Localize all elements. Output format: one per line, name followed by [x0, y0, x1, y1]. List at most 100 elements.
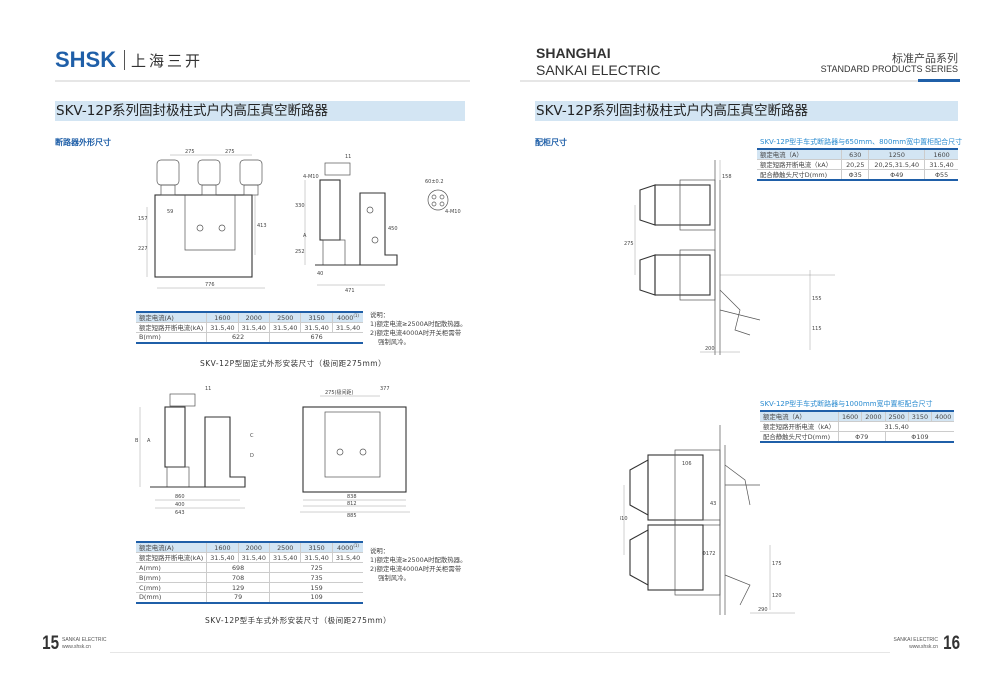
table-cell: 1600: [924, 148, 958, 160]
dimension-label: 252: [295, 249, 305, 255]
dimension-label: 471: [345, 288, 355, 294]
dimension-label: 643: [175, 510, 185, 516]
table-cell: C(mm): [136, 582, 208, 594]
header-accent: [918, 79, 960, 82]
cab1000-caption: SKV-12P型手车式断路器与1000mm宽中置柜配合尺寸: [760, 400, 933, 408]
table-cell: 3150: [300, 541, 333, 554]
table-cell: D(mm): [136, 592, 208, 604]
table-cell: 31.5,40: [206, 322, 239, 334]
table-cell: 1600: [206, 541, 239, 554]
dimension-label: 450: [388, 226, 398, 232]
company-name-cn: 上海三开: [131, 52, 204, 70]
table-cell: 额定短路开断电流（kA）: [757, 159, 843, 170]
table-cell: A(mm): [136, 562, 208, 574]
table-cell: 配合静触头尺寸D(mm): [757, 169, 843, 181]
table-cell: 31.5,40: [838, 421, 955, 432]
table-cell: 3150: [300, 311, 333, 324]
table-cell: 725: [269, 562, 364, 574]
page-number-right: 16: [943, 633, 961, 654]
table-cell: Φ35: [841, 169, 870, 181]
dimension-label: 157: [138, 216, 148, 222]
table-cell: 4000(1): [332, 541, 364, 554]
table-cell: 2000: [861, 410, 886, 422]
dimension-label: 838: [347, 494, 357, 500]
table-cell: 2000: [238, 311, 271, 324]
dimension-label: 413: [257, 223, 267, 229]
dimension-label: 377: [380, 386, 390, 392]
dimension-label: A: [147, 438, 151, 444]
dimension-label: 175: [772, 561, 782, 567]
table-cell: 622: [206, 332, 270, 344]
table-cell: 31.5,40: [332, 552, 364, 564]
table-cell: 31.5,40: [924, 159, 958, 170]
logo-divider: [124, 50, 125, 70]
table-cell: 698: [206, 562, 270, 574]
page-title-left: SKV-12P系列固封极柱式户内高压真空断路器: [55, 101, 465, 121]
page-number-left: 15: [42, 633, 60, 654]
table-cell: 31.5,40: [238, 322, 271, 334]
dimension-label: 120: [772, 593, 782, 599]
dimension-label: 275(极间距): [325, 389, 353, 396]
table-cell: 4000: [931, 410, 955, 422]
table-cell: 1600: [838, 410, 863, 422]
cab650-caption: SKV-12P型手车式断路器与650mm、800mm宽中置柜配合尺寸: [760, 138, 963, 146]
table-cell: 2500: [269, 311, 302, 324]
table-cell: 额定电流(A): [136, 311, 208, 324]
table-cell: 1600: [206, 311, 239, 324]
table-cell: Φ109: [885, 431, 955, 443]
brand-line-2: SANKAI ELECTRIC: [536, 62, 661, 78]
dimension-label: 106: [682, 461, 692, 467]
dimension-label: 200: [705, 346, 715, 352]
table-cell: Φ55: [924, 169, 958, 181]
table-cell: 31.5,40: [300, 322, 333, 334]
table-cell: 20,25,31.5,40: [868, 159, 926, 170]
footer-rule: [110, 652, 890, 653]
truck-type-caption: SKV-12P型手车式外形安装尺寸（极间距275mm）: [205, 616, 392, 625]
table-cell: 129: [206, 582, 270, 594]
header-rule-right: [520, 80, 920, 82]
dimension-label: 310: [620, 516, 628, 522]
section-heading-cabinet: 配柜尺寸: [535, 138, 567, 147]
table-cell: 31.5,40: [332, 322, 364, 334]
dimension-label: 330: [295, 203, 305, 209]
dimension-label: C: [250, 433, 254, 439]
dimension-label: B: [135, 438, 139, 444]
company-logo: SHSK: [55, 47, 117, 72]
dimension-label: 290: [758, 607, 768, 613]
table-cell: 3150: [908, 410, 933, 422]
table-cell: 31.5,40: [206, 552, 239, 564]
dimension-label: 11: [345, 154, 351, 160]
table-cell: 2500: [885, 410, 909, 422]
dimension-label: 812: [347, 501, 357, 507]
table-cell: 31.5,40: [269, 552, 302, 564]
dimension-label: 158: [722, 174, 732, 180]
dimension-label: Φ172: [702, 551, 715, 557]
dimension-label: 275: [225, 149, 235, 155]
table-cell: 708: [206, 572, 270, 584]
table-cell: 额定短路开断电流(kA): [136, 322, 208, 334]
dimension-label: 4-M10: [445, 209, 461, 215]
table-cell: 79: [206, 592, 270, 604]
table-cell: 2500: [269, 541, 302, 554]
table-cell: 配合静触头尺寸D(mm): [760, 431, 839, 443]
table-cell: 630: [841, 148, 870, 160]
table-cell: 4000(1): [332, 311, 364, 324]
table-cell: 额定电流（A）: [760, 410, 839, 422]
dimension-label: 115: [812, 326, 822, 332]
table-cell: 额定电流（A）: [757, 148, 843, 160]
table-cell: 735: [269, 572, 364, 584]
dimension-label: 40: [317, 271, 323, 277]
fixed-type-notes: 说明：1)额定电流≥2500A时配散热器。2)额定电流4000A时开关柜需带强制…: [370, 311, 467, 346]
dimension-label: 60±0.2: [425, 179, 444, 185]
dimension-label: 155: [812, 296, 822, 302]
table-cell: 159: [269, 582, 364, 594]
terminal-detail: 60±0.2 4-M10: [425, 179, 461, 215]
